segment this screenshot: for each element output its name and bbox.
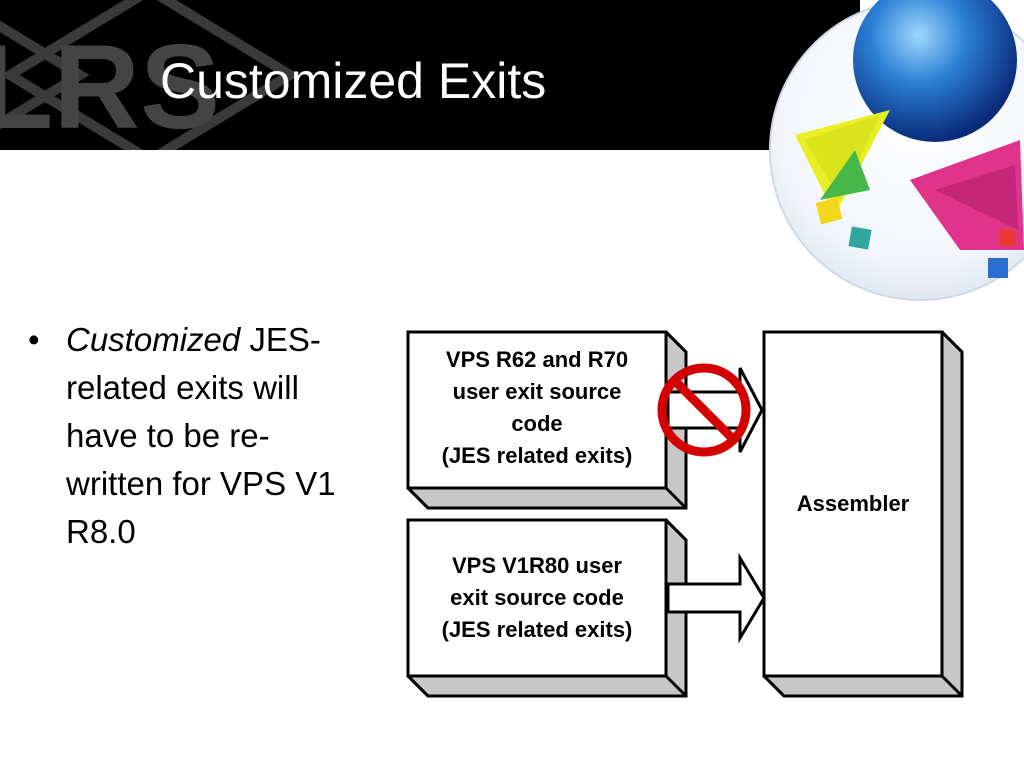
logo-text: LRS [0,20,220,150]
page-title: Customized Exits [160,53,547,109]
bullet-marker: • [28,321,40,358]
title-bar: LRS Customized Exits [0,0,860,150]
globe-illustration-icon [769,0,1024,301]
box-new-line: VPS V1R80 user [452,553,622,578]
lrs-logo: LRS [0,0,300,150]
bullet-content: Customized JES-related exits will have t… [66,316,366,556]
box-old-line: code [511,411,563,436]
box-new-exits [406,518,688,698]
bullet-rest-text: JES-related exits will have to be re-wri… [66,321,336,550]
box-assembler [762,330,964,698]
box-old-exits [406,330,688,510]
assembler-label: Assembler [796,491,910,516]
box-new-label: VPS V1R80 user exit source code (JES rel… [408,550,666,646]
box-old-label: VPS R62 and R70 user exit source code (J… [408,344,666,472]
box-old-line: user exit source [452,379,622,404]
box-old-line: VPS R62 and R70 [445,347,629,372]
box-old-line: (JES related exits) [441,443,633,468]
arrow-new-to-assembler [666,552,766,644]
box-new-line: (JES related exits) [441,617,633,642]
box-new-line: exit source code [450,585,624,610]
prohibited-icon [657,363,751,457]
bullet-italic-word: Customized [66,321,241,358]
